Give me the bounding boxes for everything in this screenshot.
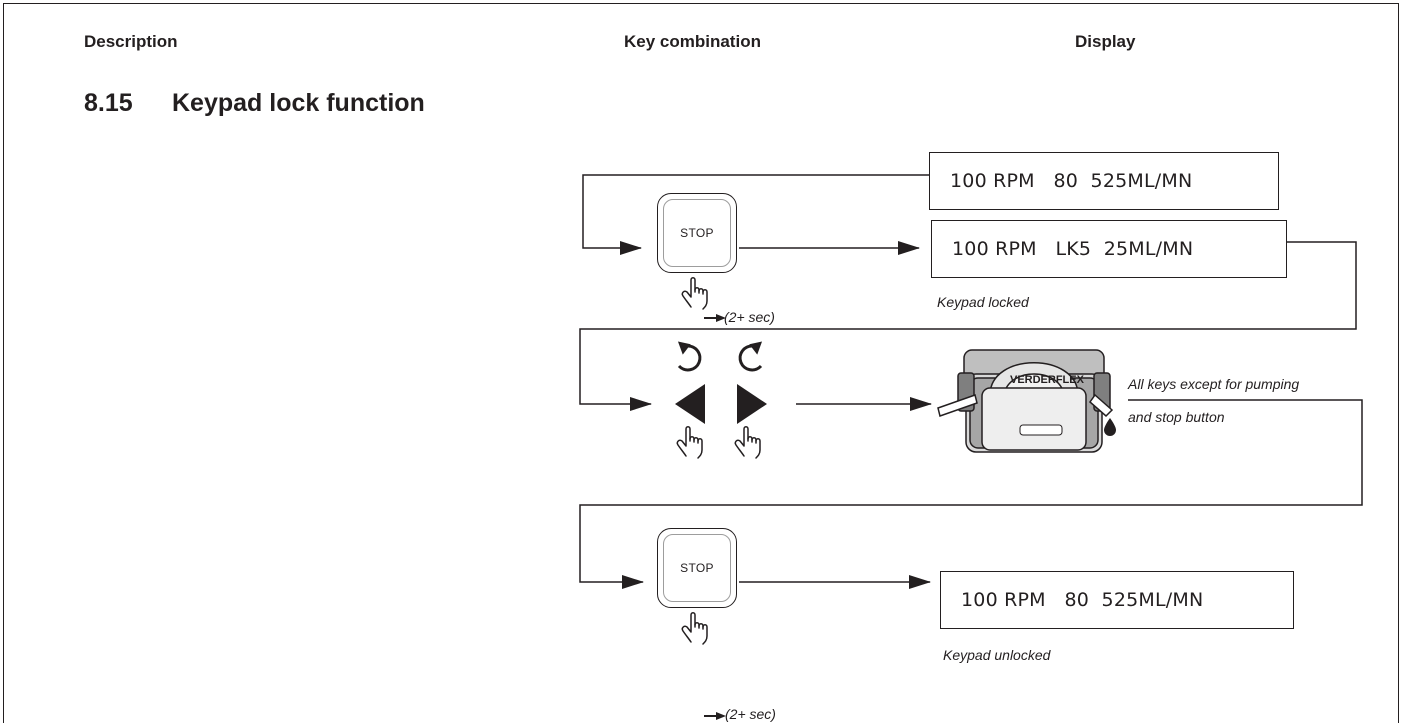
peristaltic-pump-image: VERDERFLEX bbox=[937, 349, 1114, 453]
stop-button[interactable]: STOP bbox=[657, 528, 737, 608]
droplet-icon bbox=[1104, 418, 1116, 436]
triangle-left-icon bbox=[675, 384, 705, 424]
hand-press-icon bbox=[734, 426, 761, 459]
stop-button-label: STOP bbox=[663, 199, 731, 267]
section-title: Keypad lock function bbox=[172, 89, 425, 117]
display-unlocked: 100 RPM 80 525ML/MN bbox=[940, 571, 1294, 629]
stop-button-label: STOP bbox=[663, 534, 731, 602]
section-number: 8.15 bbox=[84, 89, 133, 117]
hand-press-icon bbox=[681, 612, 708, 645]
triangle-right-icon bbox=[737, 384, 767, 424]
connector-row1 bbox=[582, 174, 929, 255]
arrow-right-icon bbox=[704, 712, 726, 720]
caption-keypad-locked: Keypad locked bbox=[937, 294, 1029, 310]
display-unlocked-initial: 100 RPM 80 525ML/MN bbox=[929, 152, 1279, 210]
hand-press-icon bbox=[676, 426, 703, 459]
column-header-key-combination: Key combination bbox=[624, 32, 761, 51]
column-header-display: Display bbox=[1075, 32, 1136, 51]
rotate-ccw-icon bbox=[677, 341, 702, 372]
page-frame bbox=[3, 3, 1399, 723]
connector-row3 bbox=[579, 399, 1363, 589]
duration-label: (2+ sec) bbox=[724, 309, 775, 325]
pump-brand-label: VERDERFLEX bbox=[1010, 374, 1085, 386]
lock-scope-line2: and stop button bbox=[1128, 409, 1225, 425]
connector-row2 bbox=[579, 241, 1357, 411]
stop-button[interactable]: STOP bbox=[657, 193, 737, 273]
column-header-description: Description bbox=[84, 32, 178, 51]
duration-label: (2+ sec) bbox=[725, 706, 776, 722]
caption-keypad-unlocked: Keypad unlocked bbox=[943, 647, 1051, 663]
lock-scope-line1: All keys except for pumping bbox=[1128, 376, 1300, 392]
rotate-cw-icon bbox=[738, 341, 763, 372]
arrow-right-icon bbox=[704, 314, 726, 322]
hand-press-icon bbox=[681, 277, 708, 310]
display-locked: 100 RPM LK5 25ML/MN bbox=[931, 220, 1287, 278]
